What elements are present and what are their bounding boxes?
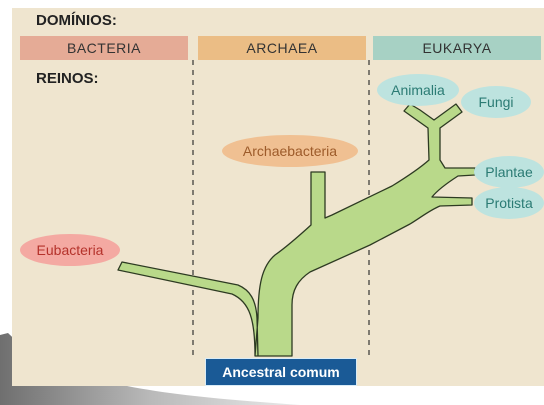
domain-bacteria: BACTERIA <box>20 36 188 60</box>
domain-eukarya: EUKARYA <box>373 36 541 60</box>
common-ancestor-label: Ancestral comum <box>205 358 357 386</box>
domain-archaea: ARCHAEA <box>198 36 366 60</box>
node-archaebacteria: Archaebacteria <box>222 135 358 167</box>
node-eubacteria: Eubacteria <box>20 234 120 266</box>
node-protista: Protista <box>474 187 544 219</box>
domains-heading: DOMÍNIOS: <box>36 12 117 29</box>
node-animalia: Animalia <box>377 74 459 106</box>
node-fungi: Fungi <box>461 86 531 118</box>
kingdoms-heading: REINOS: <box>36 70 99 87</box>
node-plantae: Plantae <box>474 156 544 188</box>
tree-trunk-and-branches <box>117 103 476 357</box>
